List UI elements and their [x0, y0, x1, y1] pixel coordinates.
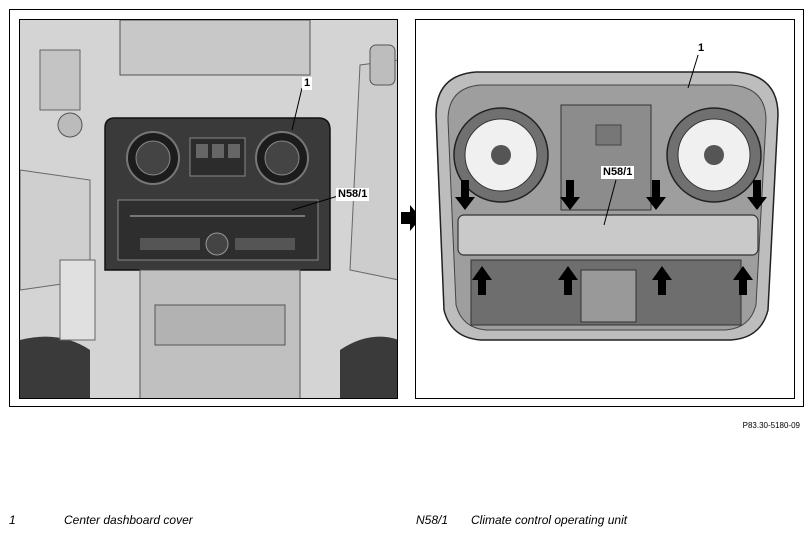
callout-n58-left: N58/1	[336, 188, 370, 201]
clip-arrows-down	[455, 180, 767, 210]
legend-description: Climate control operating unit	[471, 513, 628, 527]
callout-1-left: 1	[302, 77, 313, 90]
legend-description: Center dashboard cover	[64, 513, 193, 527]
legend-code: N58/1	[416, 513, 449, 527]
legend-code: 1	[9, 513, 16, 527]
callout-1-right: 1	[696, 42, 707, 55]
arrow-right-icon	[401, 205, 421, 231]
dashboard-installed-drawing	[20, 20, 397, 398]
figure-reference-number: P83.30-5180-09	[742, 421, 800, 430]
clip-arrows-up	[472, 266, 753, 295]
callout-n58-right: N58/1	[601, 166, 635, 179]
removed-cover-illustration: 1 N58/1	[415, 19, 795, 399]
cover-rear-drawing	[435, 51, 779, 341]
figure-frame: 1 N58/1	[9, 9, 804, 407]
installed-view-illustration: 1 N58/1	[19, 19, 398, 399]
